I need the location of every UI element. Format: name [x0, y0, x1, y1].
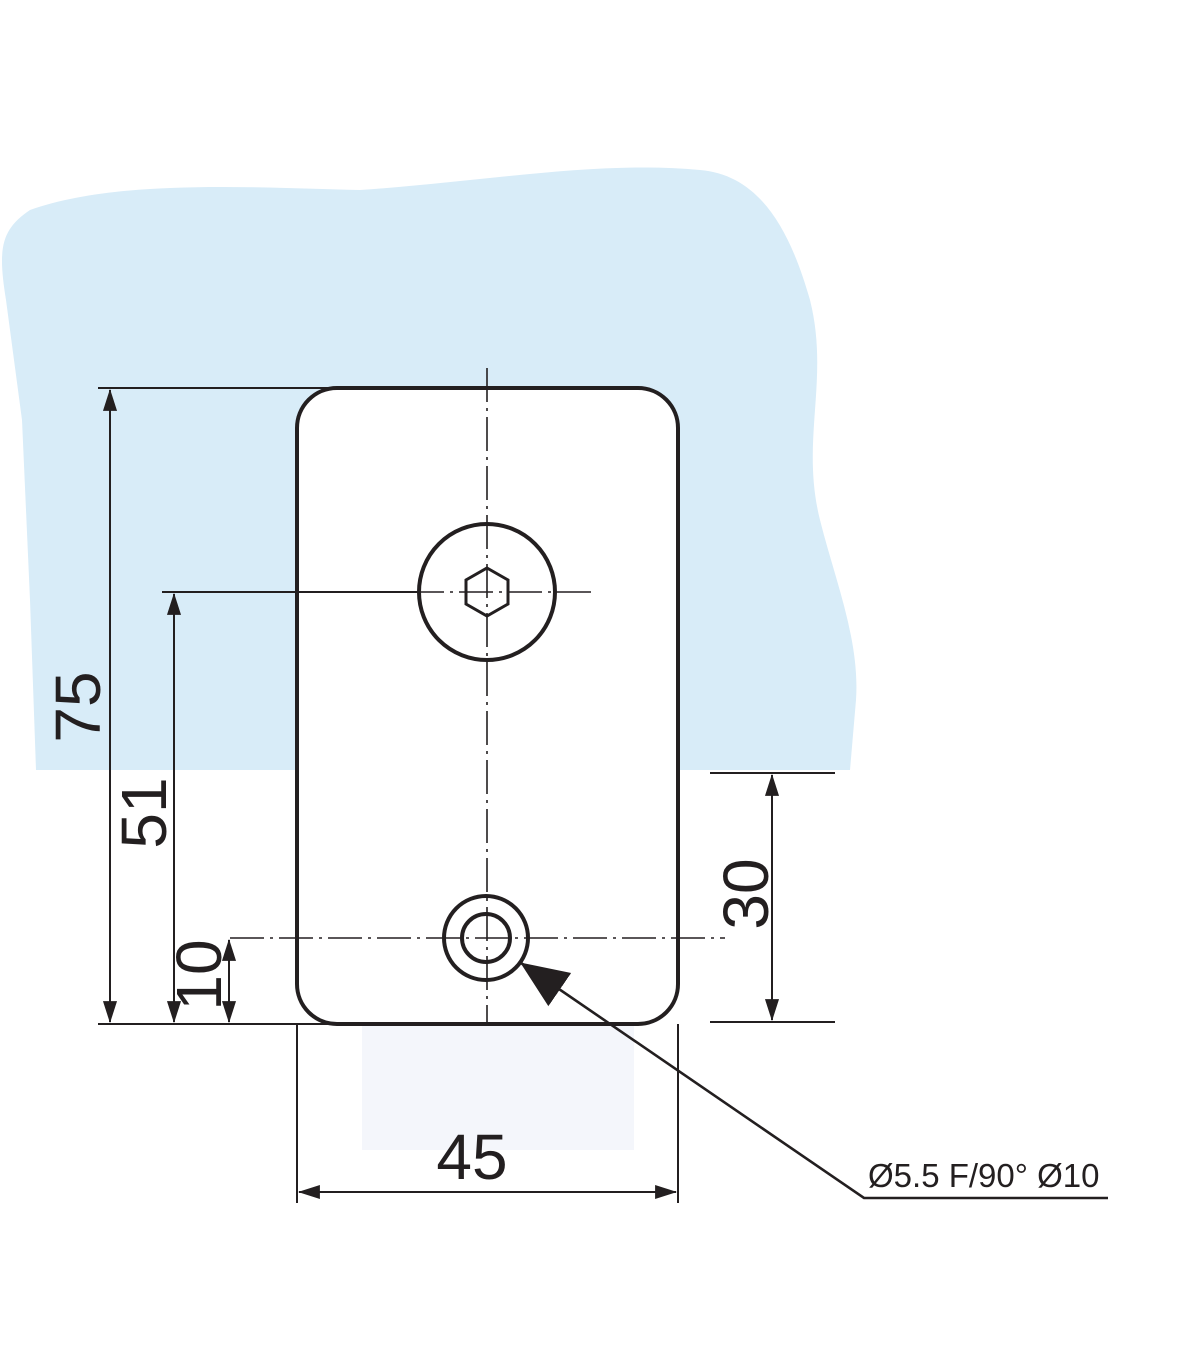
countersink-outer-circle: [442, 894, 530, 982]
hex-socket-icon: [464, 566, 510, 618]
extension-lines: [98, 387, 835, 1203]
dim-label-30: 30: [710, 858, 782, 929]
dim-label-45: 45: [436, 1121, 507, 1193]
dimension-lines: [102, 388, 780, 1200]
dim-label-51: 51: [108, 777, 180, 848]
callout-leader: [520, 961, 1108, 1200]
dim-label-10: 10: [163, 939, 235, 1010]
hole-spec-label: Ø5.5 F/90° Ø10: [868, 1157, 1099, 1194]
dim-label-75: 75: [42, 671, 114, 742]
countersink-inner-circle: [460, 912, 512, 964]
